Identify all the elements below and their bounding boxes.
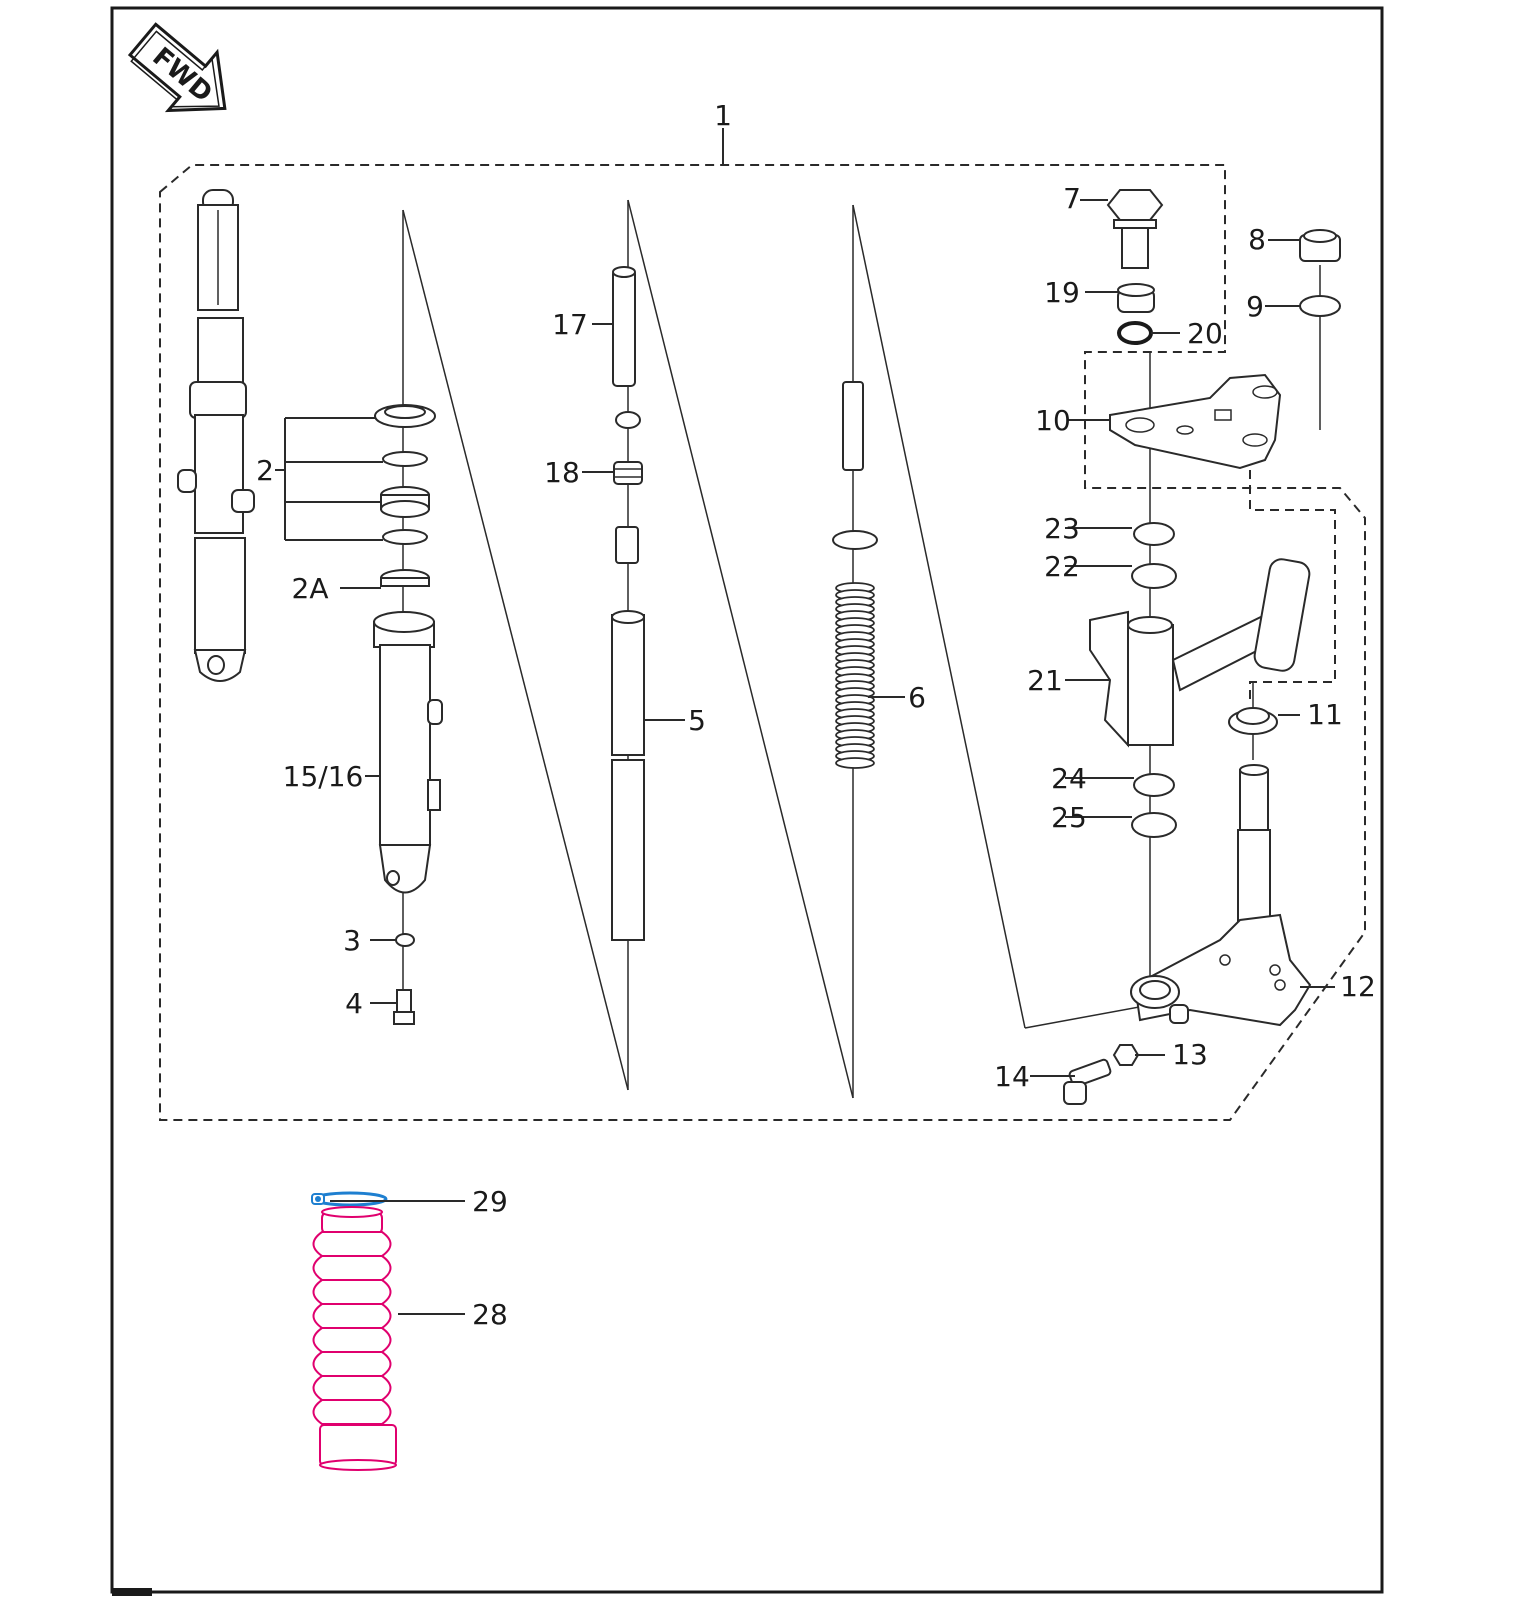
callout-21: 21 bbox=[1027, 664, 1063, 697]
fork-boot-clamp bbox=[311, 1191, 388, 1207]
callout-17: 17 bbox=[552, 308, 588, 341]
outer-leg-assembly bbox=[177, 189, 255, 682]
triple-clamp-boundary bbox=[1249, 470, 1336, 705]
callout-labels: 1 2 2A 3 4 5 6 7 8 9 10 11 12 13 14 15/1… bbox=[256, 99, 1376, 1331]
callout-18: 18 bbox=[544, 456, 580, 489]
pinch-bolt bbox=[1063, 1058, 1112, 1105]
inner-tube bbox=[611, 610, 645, 941]
boot-fold bbox=[312, 1279, 392, 1305]
leader-lines bbox=[275, 199, 1335, 1315]
callout-24: 24 bbox=[1051, 762, 1087, 795]
boot-fold bbox=[312, 1375, 392, 1401]
callout-9: 9 bbox=[1246, 290, 1264, 323]
frame-corner-mark bbox=[112, 1588, 152, 1596]
callout-11: 11 bbox=[1307, 698, 1343, 731]
rebound-spring bbox=[613, 461, 643, 485]
callout-4: 4 bbox=[345, 987, 363, 1020]
cap-nut bbox=[1299, 229, 1341, 262]
bearing-race-lower bbox=[1131, 812, 1177, 838]
callout-7: 7 bbox=[1063, 182, 1081, 215]
boot-fold bbox=[321, 1206, 383, 1218]
callout-13: 13 bbox=[1172, 1038, 1208, 1071]
pinch-nut bbox=[1112, 1044, 1140, 1066]
damper-piece bbox=[615, 526, 639, 564]
fork-spring bbox=[835, 582, 875, 769]
steering-nut bbox=[1228, 707, 1278, 735]
headlight-bracket bbox=[1089, 558, 1311, 748]
top-bolt bbox=[1106, 189, 1164, 269]
boot-fold bbox=[312, 1351, 392, 1377]
callout-8: 8 bbox=[1248, 223, 1266, 256]
bearing-race-upper bbox=[1133, 522, 1175, 546]
callout-12: 12 bbox=[1340, 970, 1376, 1003]
drain-bolt bbox=[393, 989, 415, 1025]
callout-23: 23 bbox=[1044, 512, 1080, 545]
assembly-boundary bbox=[159, 164, 1366, 1121]
callout-25: 25 bbox=[1051, 801, 1087, 834]
damper-ring bbox=[615, 411, 641, 429]
bolt-collar bbox=[1117, 283, 1155, 313]
callout-15-16: 15/16 bbox=[283, 760, 364, 793]
callout-29: 29 bbox=[472, 1185, 508, 1218]
boot-fold bbox=[312, 1399, 392, 1425]
fwd-arrow-icon: FWD bbox=[127, 22, 227, 113]
top-bridge bbox=[1109, 373, 1282, 470]
bearing-upper bbox=[1131, 563, 1177, 589]
boot-fold bbox=[312, 1255, 392, 1281]
callout-5: 5 bbox=[688, 704, 706, 737]
spring-spacer bbox=[842, 381, 864, 471]
callout-14: 14 bbox=[994, 1060, 1030, 1093]
callout-19: 19 bbox=[1044, 276, 1080, 309]
damper-rod bbox=[612, 266, 636, 387]
callout-20: 20 bbox=[1187, 317, 1223, 350]
o-ring bbox=[1117, 321, 1153, 345]
seal-kit bbox=[374, 404, 436, 587]
boot-fold bbox=[312, 1327, 392, 1353]
fork-boot bbox=[312, 1206, 397, 1471]
fork-slider bbox=[373, 611, 443, 894]
boot-fold bbox=[312, 1231, 392, 1257]
callout-22: 22 bbox=[1044, 550, 1080, 583]
boot-fold bbox=[312, 1303, 392, 1329]
callout-10: 10 bbox=[1035, 404, 1071, 437]
cap-washer bbox=[1299, 295, 1341, 317]
drain-washer bbox=[395, 933, 415, 947]
spring-coil bbox=[835, 757, 875, 769]
callout-28: 28 bbox=[472, 1298, 508, 1331]
callout-3: 3 bbox=[343, 924, 361, 957]
spring-washer bbox=[832, 530, 878, 550]
callout-2a: 2A bbox=[292, 572, 329, 605]
boot-fold bbox=[319, 1459, 397, 1471]
callout-2: 2 bbox=[256, 454, 274, 487]
callout-1: 1 bbox=[714, 99, 732, 132]
diagram-frame bbox=[110, 6, 1384, 1594]
bearing-lower bbox=[1133, 773, 1175, 797]
callout-6: 6 bbox=[908, 681, 926, 714]
lower-bridge bbox=[1130, 764, 1312, 1027]
